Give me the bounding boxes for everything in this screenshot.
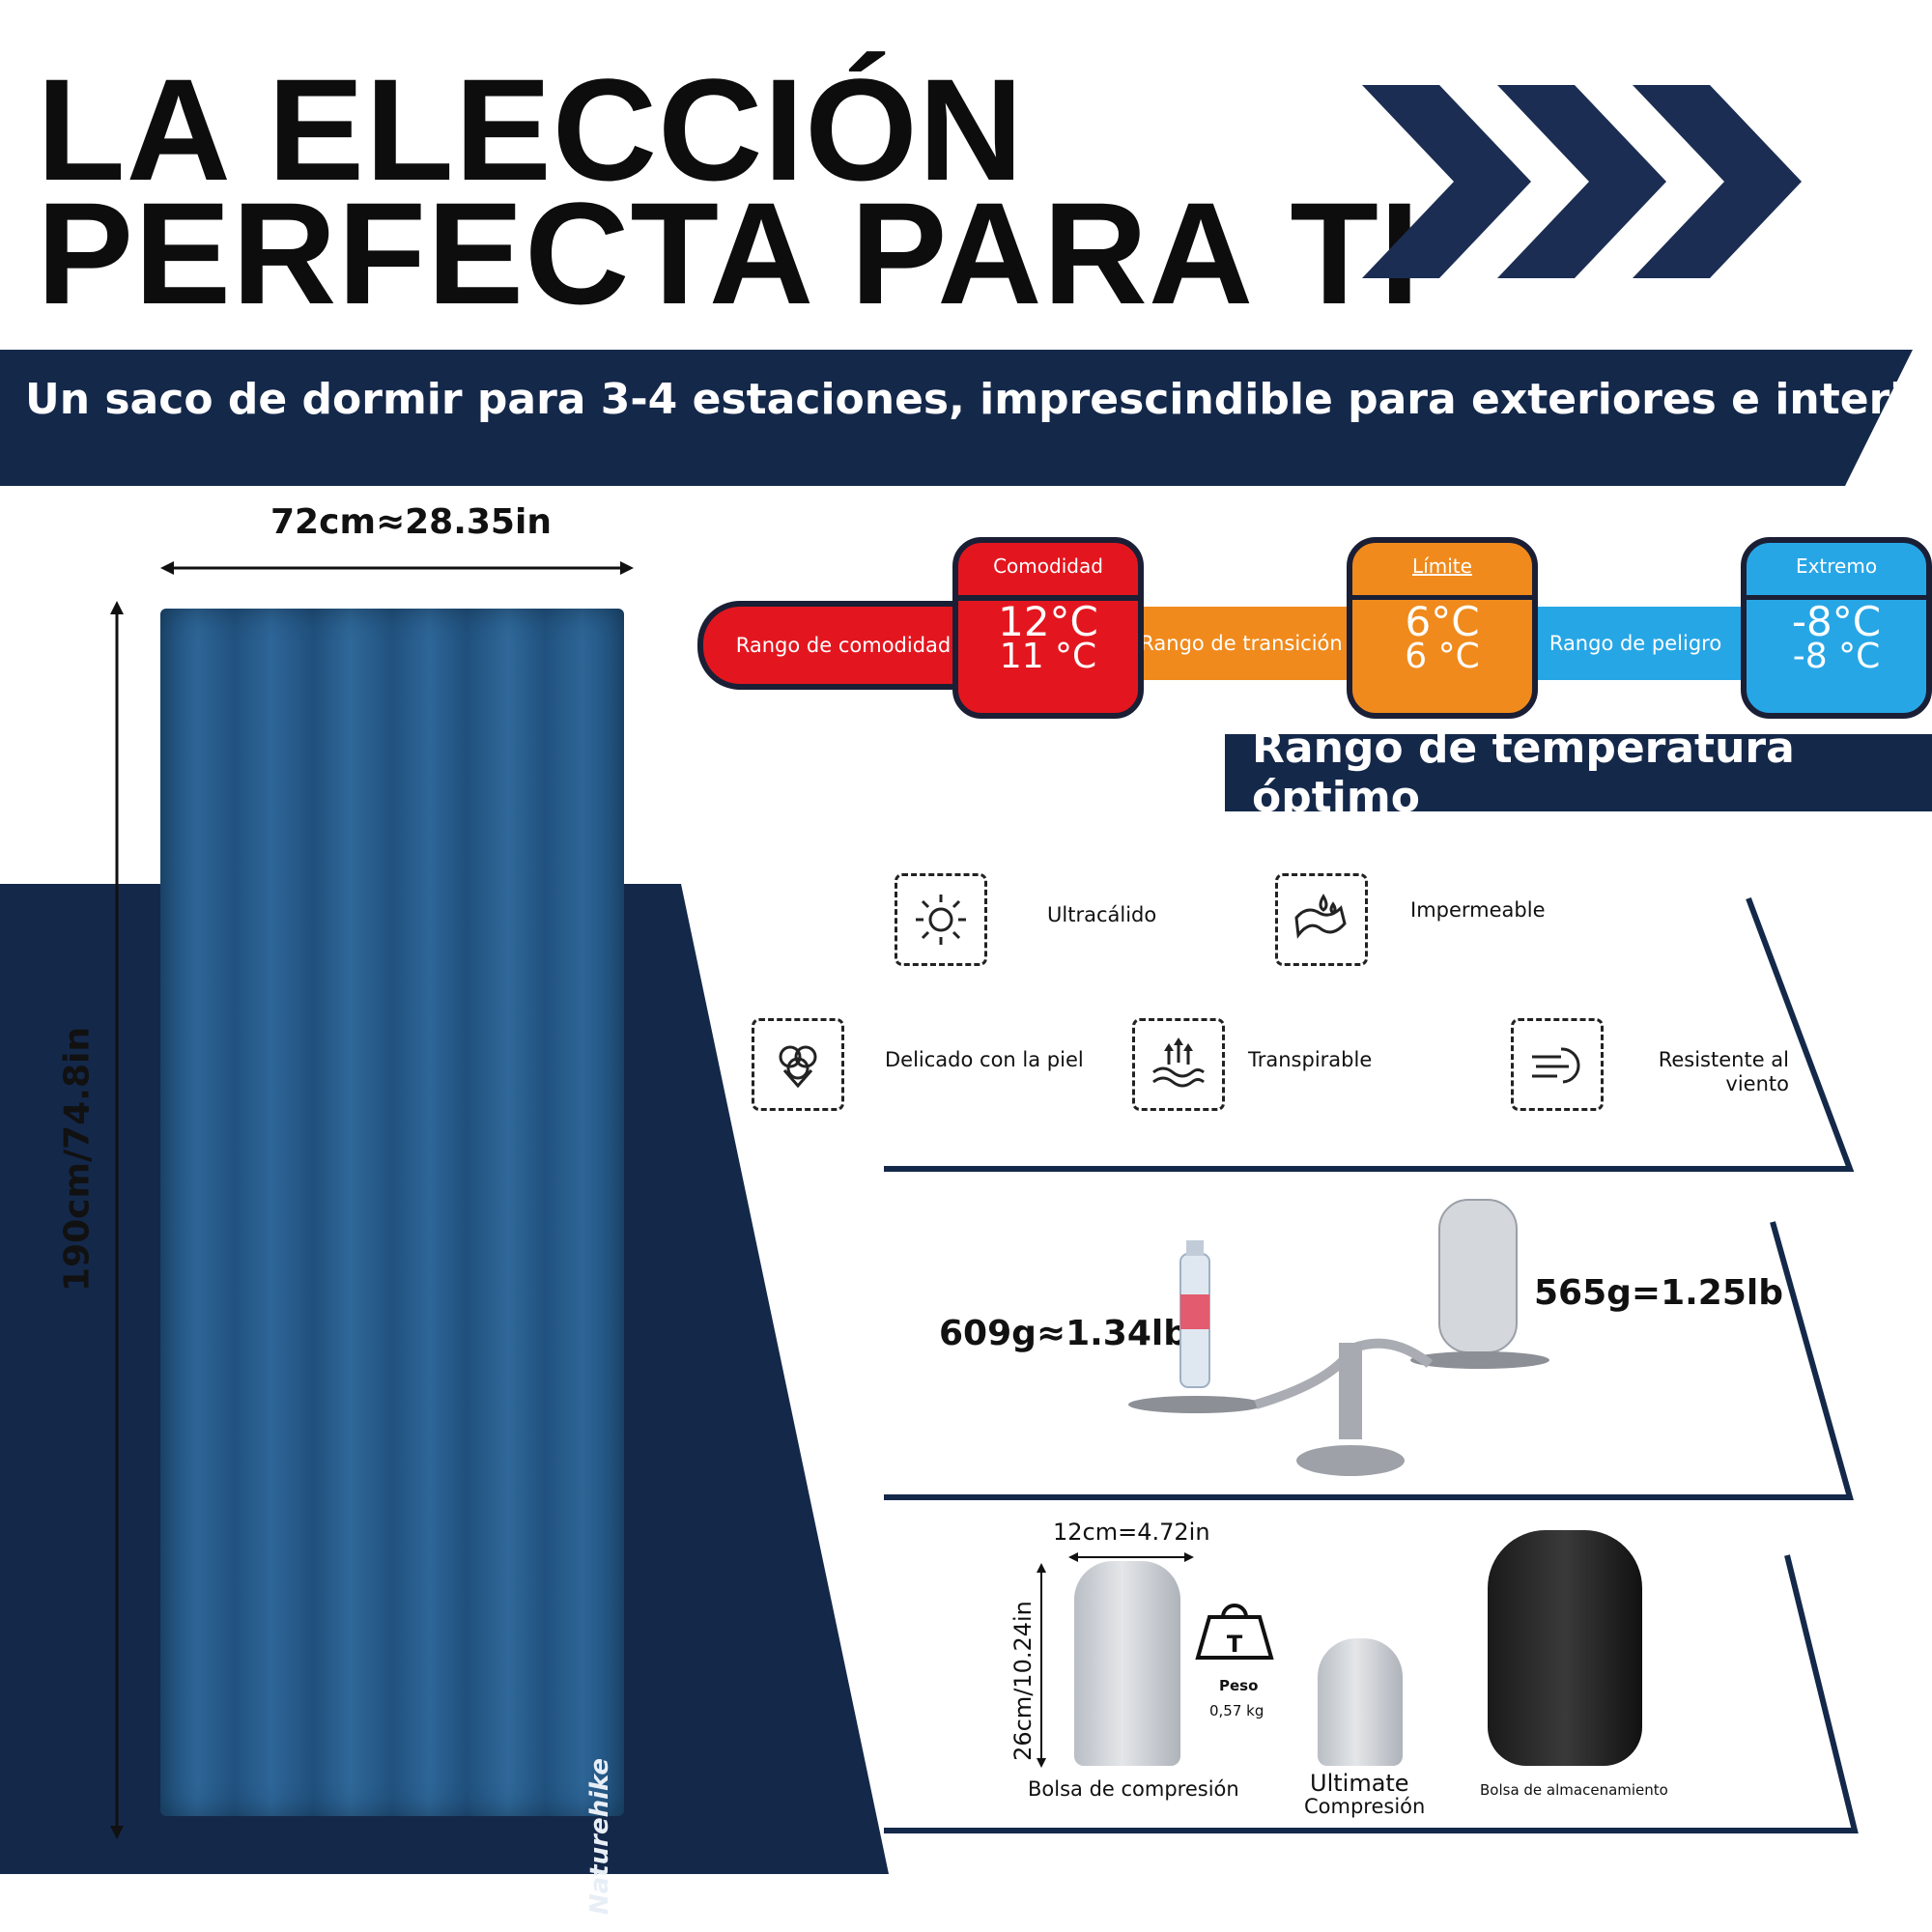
compression-label: Compresión: [1304, 1795, 1426, 1818]
comfort-box-label: Comodidad: [993, 554, 1103, 578]
limit-val-1: 6°C: [1405, 598, 1480, 645]
ultimate-label: Ultimate: [1310, 1770, 1409, 1797]
storage-bag-image: [1488, 1530, 1642, 1766]
weight-left-label: 609g≈1.34lbs: [939, 1314, 1209, 1353]
pack-width-label: 12cm=4.72in: [1053, 1519, 1210, 1546]
sun-icon: [895, 873, 987, 966]
transition-range-label: Rango de transición: [1140, 632, 1343, 655]
extreme-val-1: -8°C: [1791, 598, 1882, 645]
extreme-box: Extremo -8°C -8 °C: [1741, 537, 1932, 719]
comfort-range-pill: Rango de comodidad: [697, 601, 983, 690]
feature-label-warm: Ultracálido: [1047, 903, 1157, 926]
extreme-val-2: -8 °C: [1792, 637, 1881, 676]
width-arrow: [160, 561, 634, 575]
danger-range-pill: Rango de peligro: [1524, 607, 1747, 680]
feature-panel-bg: [884, 898, 1850, 1169]
weight-title: Peso: [1219, 1677, 1259, 1694]
comfort-val-2: 11 °C: [999, 637, 1097, 676]
weight-icon-letter: T: [1226, 1631, 1243, 1658]
banner-text: Un saco de dormir para 3-4 estaciones, i…: [25, 375, 1932, 424]
chevrons-icon: [1362, 85, 1802, 278]
transition-range-pill: Rango de transición: [1130, 607, 1352, 680]
feature-label-wind-text: Resistente al viento: [1658, 1048, 1789, 1095]
extreme-box-label: Extremo: [1795, 554, 1878, 578]
scale-image: [1128, 1199, 1549, 1476]
feature-label-wind: Resistente al viento: [1642, 1048, 1789, 1096]
limit-val-2: 6 °C: [1405, 637, 1480, 676]
pack-height-label: 26cm/10.24in: [1009, 1601, 1037, 1761]
feature-label-breathable: Transpirable: [1248, 1048, 1373, 1071]
height-label-wrap: 190cm/74.8in: [39, 1014, 116, 1304]
breathable-icon: [1132, 1018, 1225, 1111]
comfort-val-1: 12°C: [998, 598, 1098, 645]
feature-label-skin: Delicado con la piel: [885, 1048, 1084, 1071]
weight-panel-edge: [884, 1221, 1854, 1500]
compression-bag-label: Bolsa de compresión: [1028, 1777, 1239, 1801]
pack-width-arrow: [1068, 1552, 1194, 1562]
height-arrow: [110, 601, 124, 1839]
ultimate-compression-image: [1318, 1638, 1403, 1766]
page-title: LA ELECCIÓN PERFECTA PARA TI: [37, 48, 1421, 334]
packing-panel-edge: [884, 1554, 1859, 1833]
compression-bag-image: [1074, 1561, 1180, 1766]
title-line-2: PERFECTA PARA TI: [37, 172, 1421, 334]
weight-right-label: 565g=1.25lb: [1534, 1273, 1784, 1313]
water-drop-icon: [1275, 873, 1368, 966]
width-label: 72cm≈28.35in: [270, 502, 552, 542]
wind-icon: [1511, 1018, 1604, 1111]
comfort-range-label: Rango de comodidad: [735, 634, 952, 657]
pack-height-arrow: [1037, 1563, 1046, 1768]
weight-value: 0,57 kg: [1209, 1702, 1264, 1719]
storage-bag-label: Bolsa de almacenamiento: [1480, 1781, 1668, 1799]
navy-banner-shape: [0, 350, 1913, 486]
sleeping-bag-image: Naturehike: [160, 609, 624, 1915]
limit-box-label: Límite: [1412, 554, 1472, 578]
comfort-box: Comodidad 12°C 11 °C: [952, 537, 1144, 719]
cotton-icon: [752, 1018, 844, 1111]
feature-label-waterproof: Impermeable: [1410, 898, 1546, 922]
limit-box: Límite 6°C 6 °C: [1347, 537, 1538, 719]
bag-brand-logo: Naturehike: [585, 1758, 614, 1916]
weight-panel-bg: [884, 1222, 1850, 1497]
feature-panel-edge: [884, 896, 1855, 1172]
weight-icon: [1195, 1604, 1274, 1660]
optimal-range-title: Rango de temperatura óptimo: [1225, 724, 1932, 822]
title-line-1: LA ELECCIÓN: [37, 48, 1025, 211]
height-label: 190cm/74.8in: [57, 1027, 98, 1292]
danger-range-label: Rango de peligro: [1548, 632, 1722, 655]
